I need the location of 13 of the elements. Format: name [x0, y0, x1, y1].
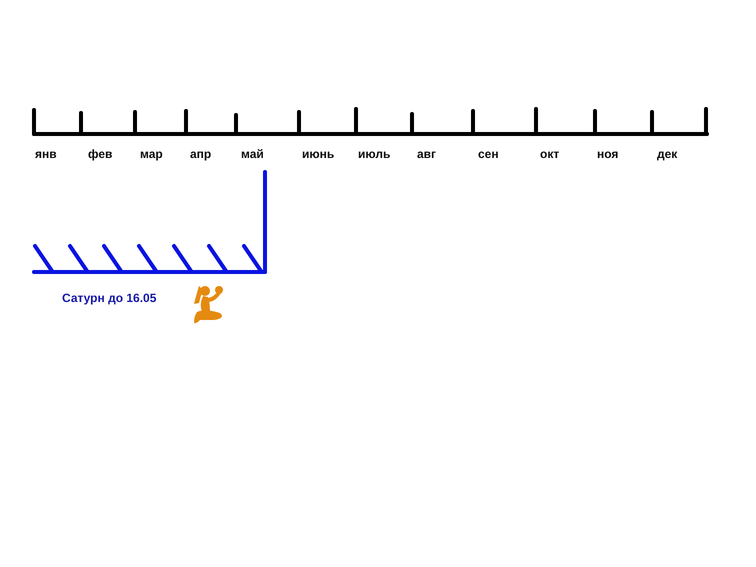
month-label: мар — [140, 147, 163, 161]
month-label: авг — [417, 147, 436, 161]
month-label: май — [241, 147, 264, 161]
month-label: июль — [358, 147, 390, 161]
month-label: апр — [190, 147, 212, 161]
period-label: Сатурн до 16.05 — [62, 291, 156, 305]
month-label: сен — [478, 147, 499, 161]
month-label: янв — [35, 147, 57, 161]
month-label: ноя — [597, 147, 618, 161]
month-label: июнь — [302, 147, 334, 161]
month-label: фев — [88, 147, 112, 161]
month-label: дек — [657, 147, 678, 161]
month-label: окт — [540, 147, 560, 161]
